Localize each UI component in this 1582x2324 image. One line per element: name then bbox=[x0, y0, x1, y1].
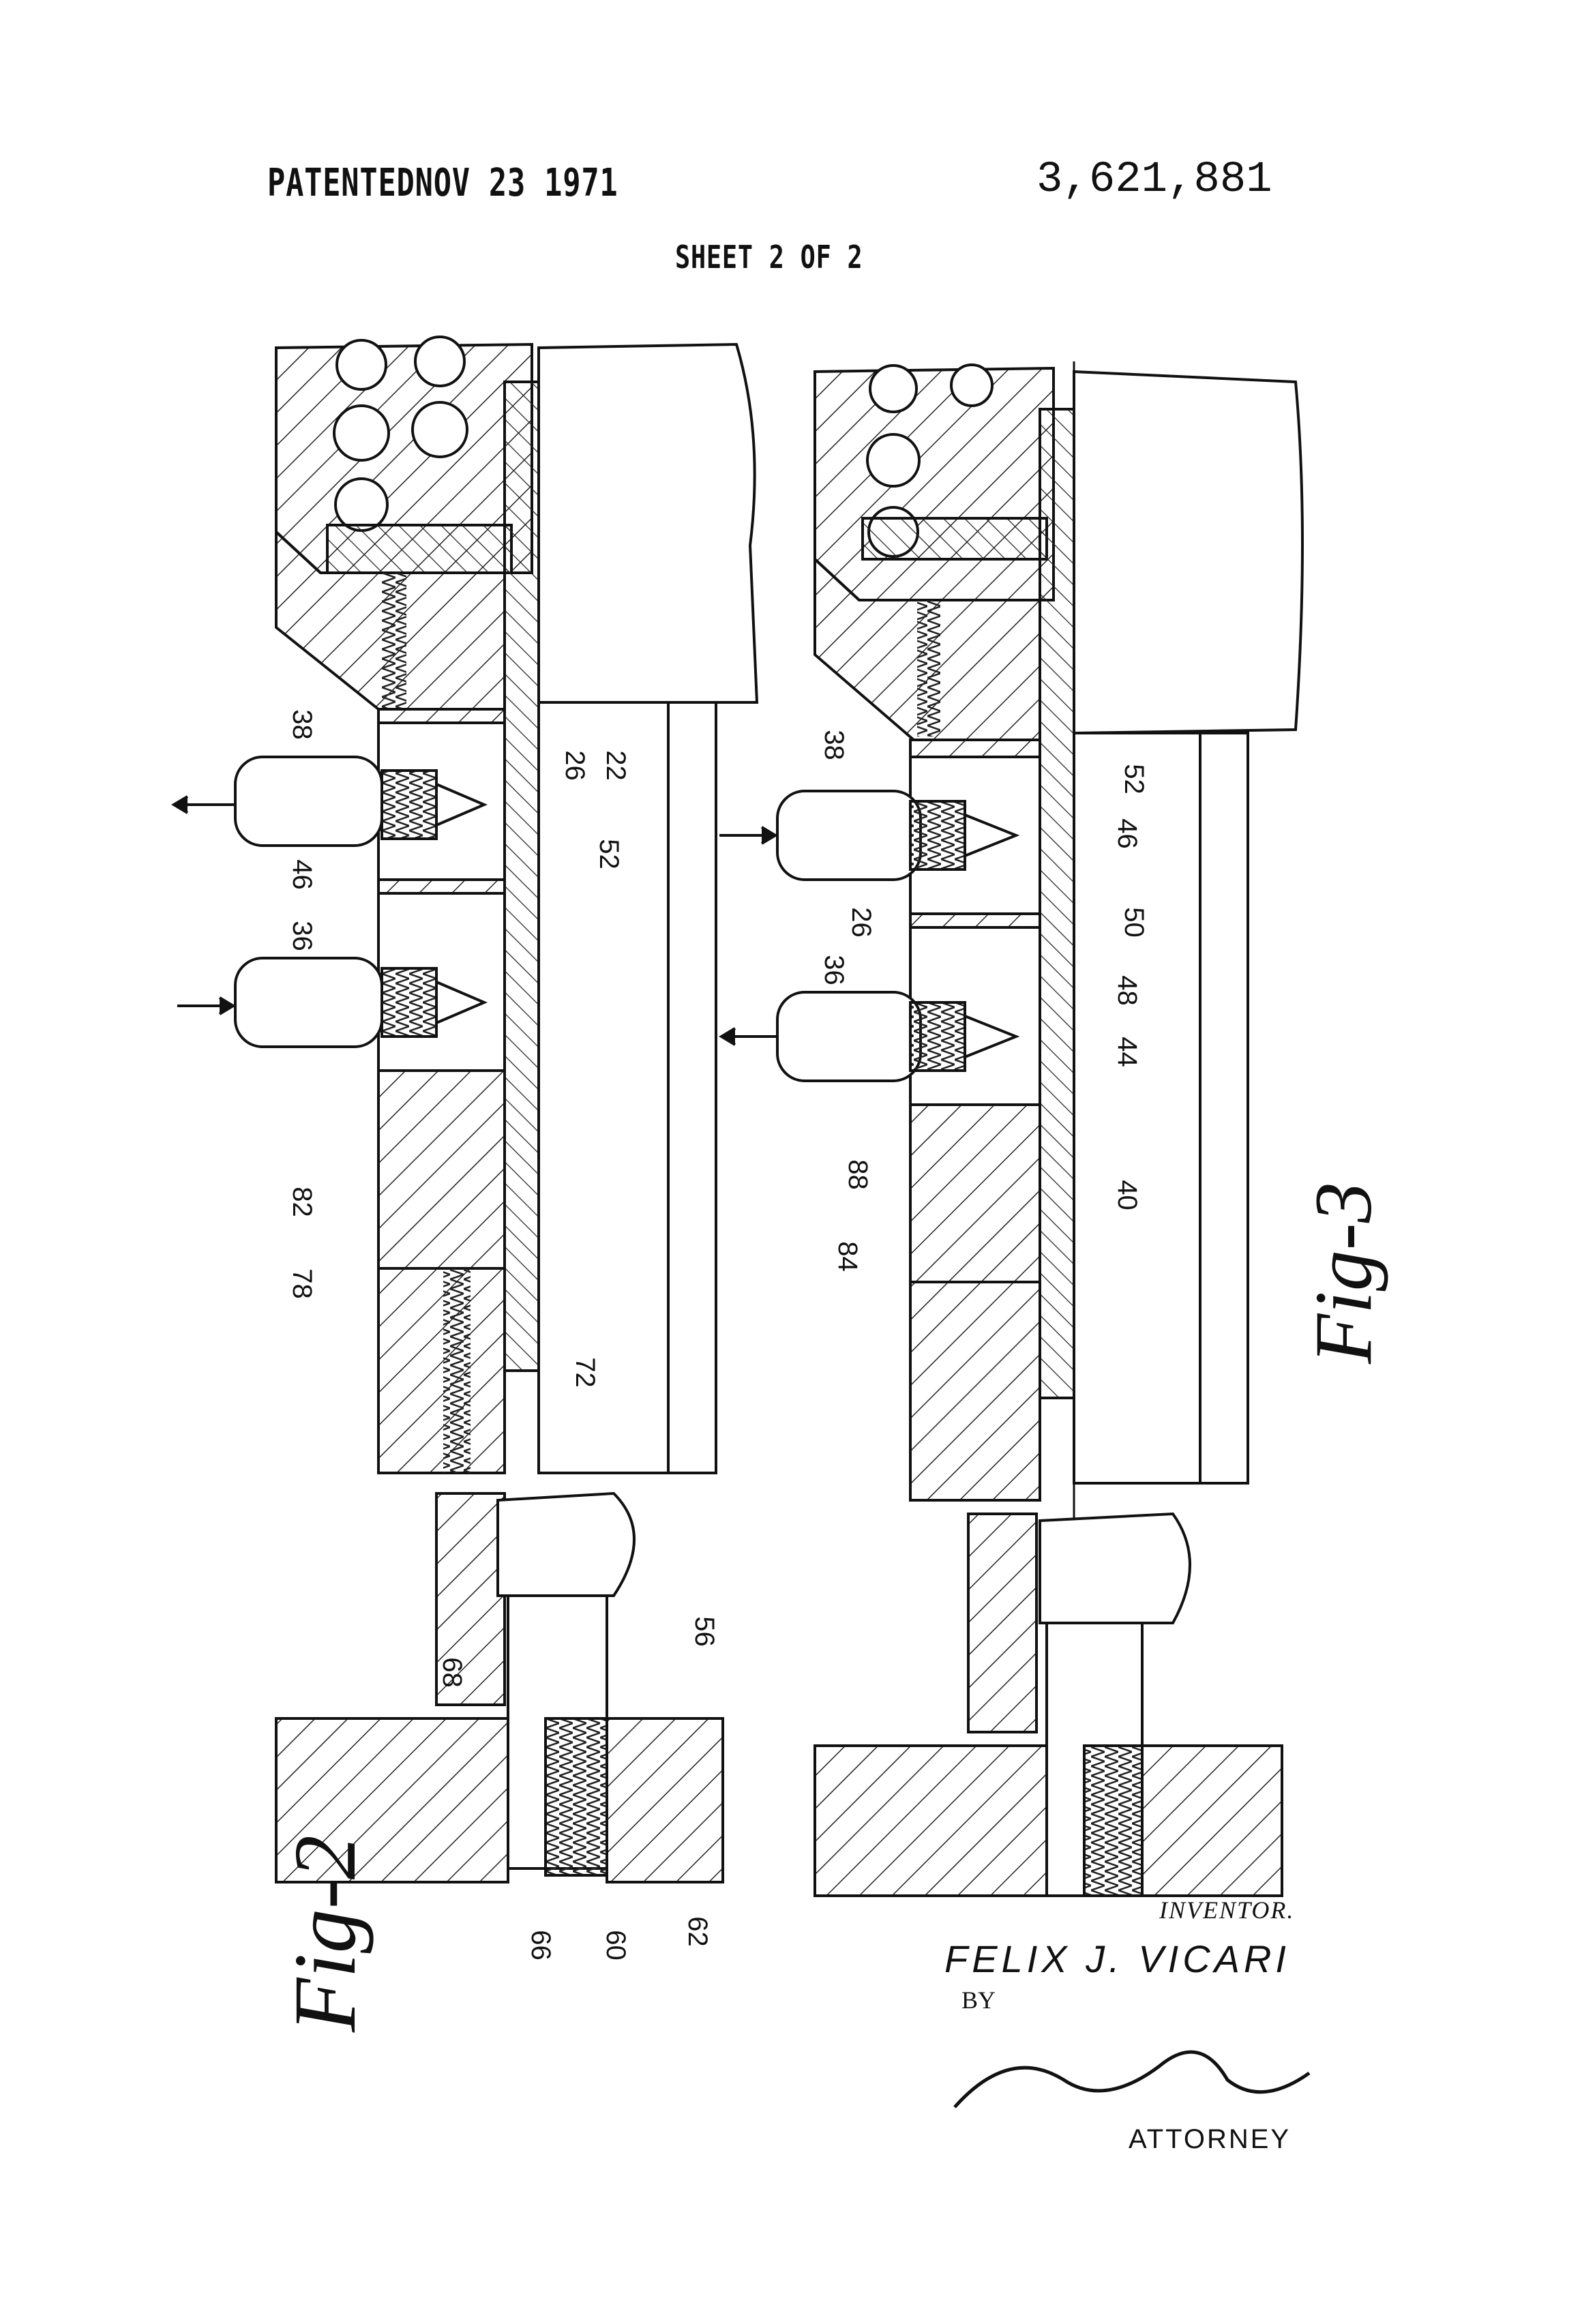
ref-36-fig2: 36 bbox=[286, 921, 317, 951]
ref-26-fig3: 26 bbox=[846, 907, 876, 938]
ref-66-fig2: 66 bbox=[525, 1930, 556, 1961]
ref-40-fig3: 40 bbox=[1111, 1180, 1142, 1210]
ref-72-fig2: 72 bbox=[569, 1357, 600, 1388]
ref-68-fig2: 68 bbox=[436, 1657, 467, 1688]
ref-38-fig3: 38 bbox=[818, 730, 849, 760]
attorney-label: ATTORNEY bbox=[1129, 2124, 1291, 2155]
inventor-name: FELIX J. VICARI bbox=[944, 1937, 1290, 1981]
figure-2 bbox=[174, 337, 757, 1882]
ref-22-fig2: 22 bbox=[600, 750, 631, 781]
ref-44-fig3: 44 bbox=[1111, 1037, 1142, 1067]
ref-52-fig3: 52 bbox=[1118, 764, 1149, 794]
ref-52-fig2: 52 bbox=[593, 839, 624, 869]
ref-88-fig3: 88 bbox=[842, 1159, 873, 1190]
fig-2-label: Fig-2 bbox=[276, 1835, 374, 2033]
ref-48-fig3: 48 bbox=[1111, 975, 1142, 1006]
ref-46-fig2: 46 bbox=[286, 859, 317, 890]
fig-3-label: Fig-3 bbox=[1298, 1182, 1388, 1365]
ref-26-fig2: 26 bbox=[559, 750, 590, 781]
ref-56-fig2: 56 bbox=[689, 1616, 719, 1647]
inventor-label: INVENTOR. bbox=[1159, 1896, 1294, 1924]
svg-text:Fig-3: Fig-3 bbox=[1298, 1182, 1388, 1365]
ref-60-fig2: 60 bbox=[600, 1930, 631, 1961]
ref-36-fig3: 36 bbox=[818, 955, 849, 985]
figure-3 bbox=[719, 361, 1302, 1896]
ref-38-fig2: 38 bbox=[286, 709, 317, 740]
ref-46-fig3: 46 bbox=[1111, 818, 1142, 849]
ref-78-fig2: 78 bbox=[286, 1268, 317, 1299]
ref-62-fig2: 62 bbox=[682, 1916, 713, 1947]
by-label: BY bbox=[961, 1986, 996, 2014]
ref-84-fig3: 84 bbox=[832, 1241, 863, 1272]
ref-50-fig3: 50 bbox=[1118, 907, 1149, 938]
ref-82-fig2: 82 bbox=[286, 1187, 317, 1217]
svg-text:Fig-2: Fig-2 bbox=[276, 1835, 374, 2033]
signature-scribble bbox=[955, 2052, 1309, 2107]
